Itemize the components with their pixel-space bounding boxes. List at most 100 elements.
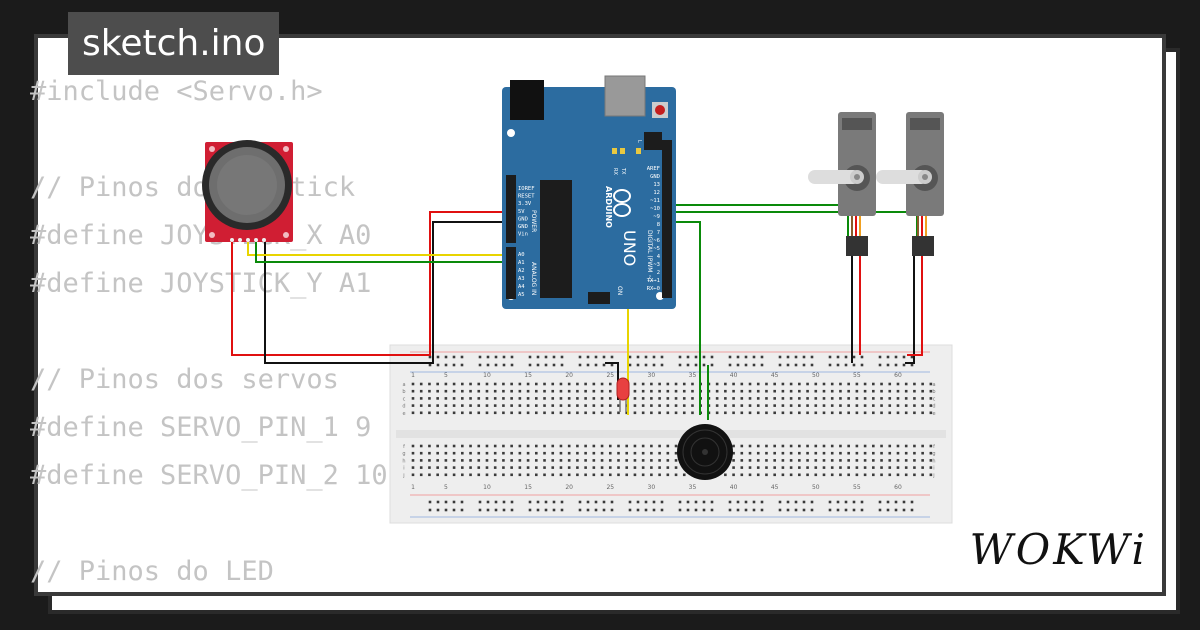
breadboard-hole xyxy=(518,397,522,400)
rail-hole xyxy=(894,500,898,504)
breadboard-hole xyxy=(888,451,892,455)
rail-hole xyxy=(878,355,882,359)
breadboard-hole xyxy=(485,404,489,407)
breadboard-hole xyxy=(461,397,464,400)
breadboard-hole xyxy=(666,466,670,469)
atmega-chip xyxy=(540,180,572,298)
arduino-model: UNO xyxy=(620,230,639,266)
breadboard-hole xyxy=(724,411,727,415)
breadboard-hole xyxy=(551,404,555,407)
row-letter: e xyxy=(932,411,935,417)
breadboard-hole xyxy=(444,382,448,386)
breadboard-hole xyxy=(863,389,867,393)
breadboard-hole xyxy=(748,459,752,462)
breadboard-hole xyxy=(904,444,908,448)
rail-hole xyxy=(910,508,914,512)
file-tab[interactable]: sketch.ino xyxy=(68,12,280,75)
breadboard-hole xyxy=(888,382,892,386)
wire-joystick-vrx-yellow xyxy=(247,240,512,256)
breadboard-hole xyxy=(904,466,908,469)
rail-hole xyxy=(594,508,598,512)
row-letter: g xyxy=(402,451,405,457)
rail-hole xyxy=(860,363,864,367)
breadboard-hole xyxy=(814,466,818,469)
breadboard-hole xyxy=(855,389,859,393)
rail-hole xyxy=(644,363,648,367)
rail-hole xyxy=(636,508,640,512)
servo-1[interactable] xyxy=(808,112,876,256)
rail-hole xyxy=(894,508,898,512)
breadboard-hole xyxy=(839,404,842,407)
rail-hole xyxy=(728,355,732,359)
breadboard-hole xyxy=(526,459,530,462)
rail-hole xyxy=(544,355,548,359)
breadboard-hole xyxy=(518,466,522,469)
breadboard-hole xyxy=(477,466,481,469)
breadboard-hole xyxy=(666,404,670,407)
breadboard-hole xyxy=(756,459,760,462)
center-channel xyxy=(396,430,946,438)
breadboard-hole xyxy=(436,444,439,448)
rail-hole xyxy=(678,363,682,367)
breadboard-hole xyxy=(781,404,785,407)
servo-2[interactable] xyxy=(876,112,944,256)
breadboard-hole xyxy=(888,473,892,477)
breadboard-hole xyxy=(904,389,908,393)
breadboard-hole xyxy=(839,411,842,415)
breadboard-hole xyxy=(748,473,752,477)
breadboard-hole xyxy=(773,473,776,477)
breadboard-hole xyxy=(469,466,472,469)
breadboard-hole xyxy=(608,451,612,455)
breadboard-column-numbers: 1155101015152020252530303535404045455050… xyxy=(411,372,902,491)
joystick-module[interactable] xyxy=(202,140,293,242)
digital-pin-label: 12 xyxy=(653,190,660,196)
rail-hole xyxy=(552,363,556,367)
rail-hole xyxy=(536,355,540,359)
rail-hole xyxy=(794,355,798,359)
breadboard-hole xyxy=(839,451,842,455)
breadboard-hole xyxy=(584,389,587,393)
analog-header xyxy=(506,247,516,299)
breadboard-hole xyxy=(625,473,629,477)
breadboard-hole xyxy=(855,444,859,448)
breadboard-hole xyxy=(740,397,744,400)
code-line: #define SERVO_PIN_1 9 xyxy=(30,412,372,443)
breadboard-hole xyxy=(847,382,850,386)
breadboard-hole xyxy=(518,444,522,448)
breadboard-hole xyxy=(428,444,431,448)
breadboard-hole xyxy=(798,459,801,462)
digital-pin-label: RX←0 xyxy=(647,286,660,292)
breadboard-hole xyxy=(419,466,423,469)
rail-hole xyxy=(794,500,798,504)
breadboard-hole xyxy=(559,382,563,386)
rail-hole xyxy=(902,500,906,504)
breadboard-hole xyxy=(674,459,678,462)
breadboard-hole xyxy=(773,466,776,469)
breadboard-hole xyxy=(781,451,785,455)
breadboard-hole xyxy=(625,466,629,469)
buzzer[interactable] xyxy=(677,424,733,480)
breadboard-hole xyxy=(839,444,842,448)
red-led[interactable] xyxy=(616,377,630,412)
rail-hole xyxy=(510,508,514,512)
breadboard-hole xyxy=(798,466,801,469)
breadboard-hole xyxy=(896,397,900,400)
breadboard-hole xyxy=(847,411,850,415)
breadboard-hole xyxy=(855,411,859,415)
rail-hole xyxy=(494,500,498,504)
rail-hole xyxy=(560,355,564,359)
breadboard-hole xyxy=(806,473,809,477)
breadboard-hole xyxy=(477,389,481,393)
breadboard[interactable]: 1155101015152020252530303535404045455050… xyxy=(389,344,953,524)
breadboard-hole xyxy=(633,389,637,393)
code-line: // Pinos do LED xyxy=(30,556,274,587)
rail-hole xyxy=(586,508,590,512)
breadboard-hole xyxy=(822,411,826,415)
breadboard-hole xyxy=(847,397,850,400)
breadboard-hole xyxy=(592,459,596,462)
wire-buzzer-signal-green xyxy=(665,221,701,415)
breadboard-hole xyxy=(789,397,793,400)
rail-hole xyxy=(752,508,756,512)
breadboard-hole xyxy=(576,459,579,462)
